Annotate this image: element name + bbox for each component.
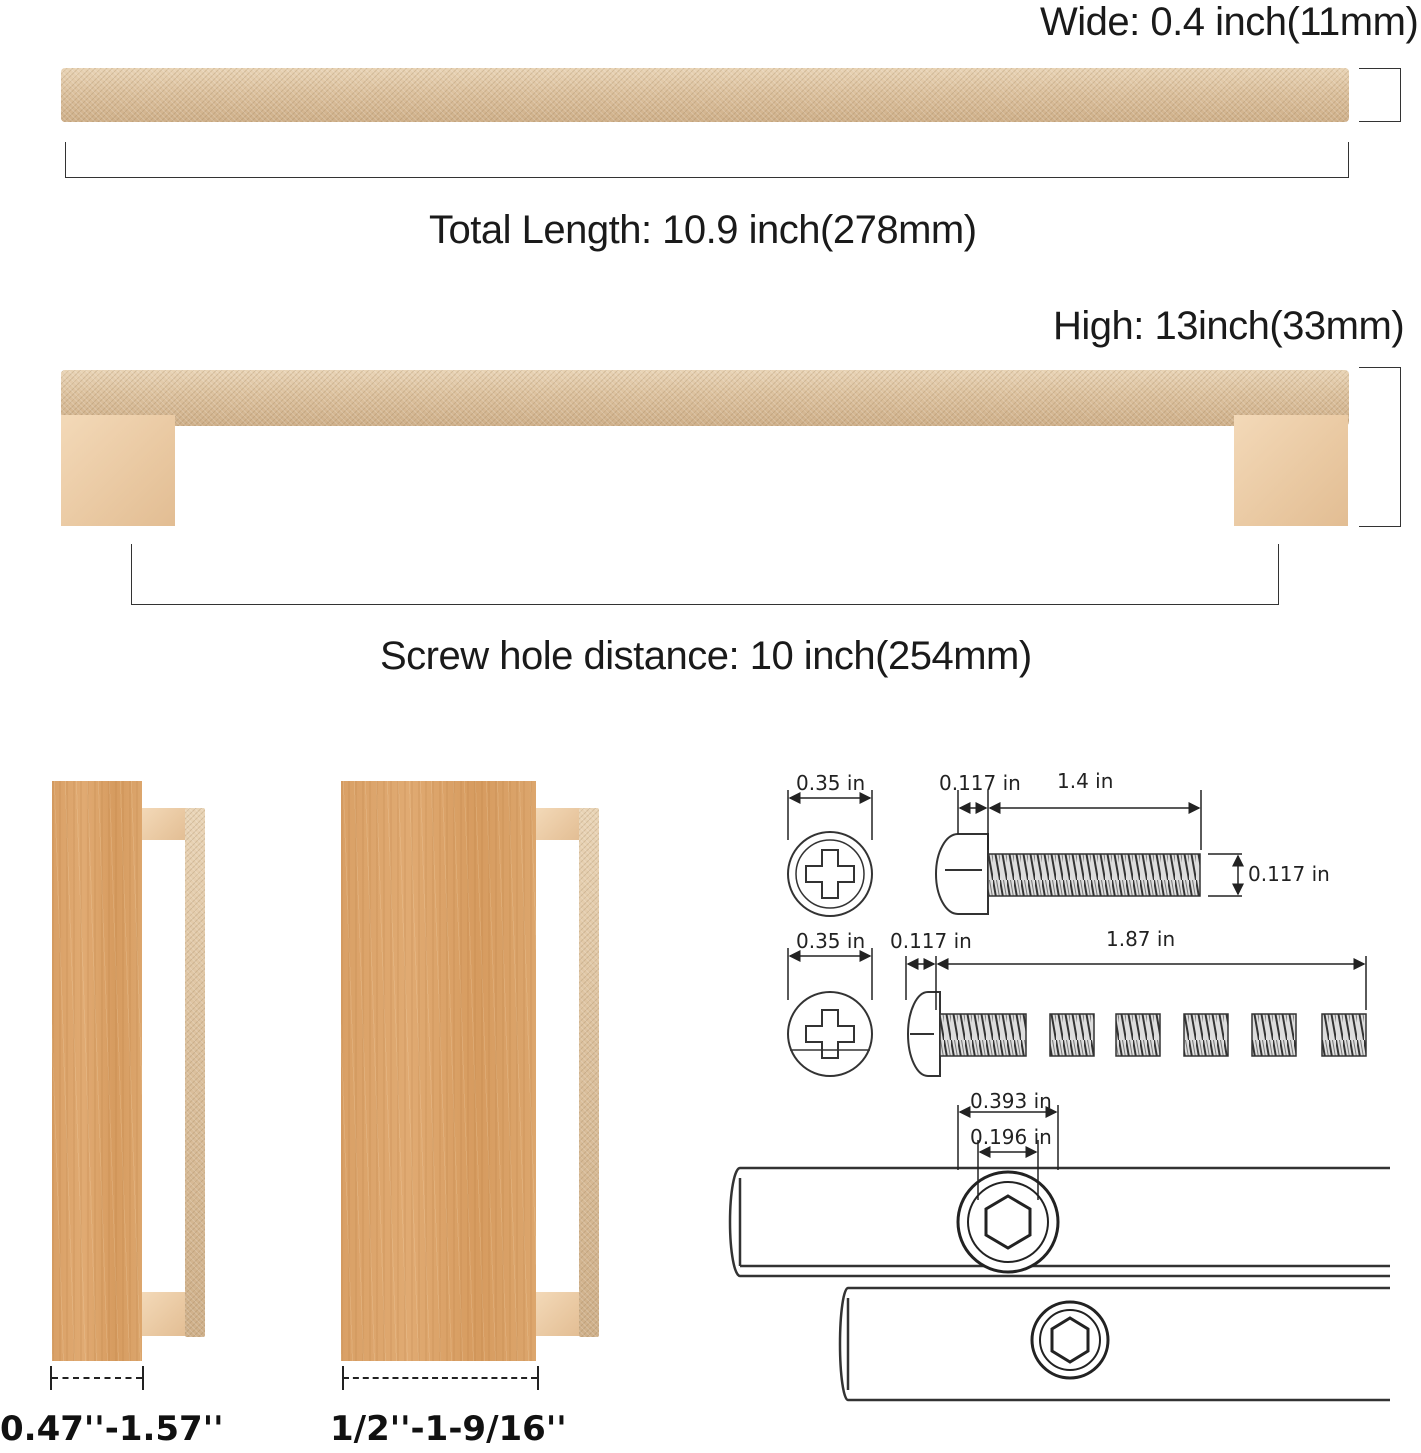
handle-bar-top-view (61, 68, 1349, 122)
screw-hole-bracket (131, 544, 1279, 605)
door-b-handle-upper-post (536, 808, 582, 840)
door-panel-a (52, 781, 142, 1361)
handle-bar-side-view (61, 370, 1349, 426)
total-length-bracket (65, 142, 1349, 178)
hex-inner-dia-label: 0.196 in (970, 1125, 1052, 1149)
handle-right-post (1234, 415, 1348, 526)
high-label: High: 13inch(33mm) (1053, 304, 1405, 348)
door-b-dim-line (343, 1377, 537, 1379)
height-bracket (1359, 367, 1401, 527)
door-a-handle-upper-post (142, 808, 188, 840)
hex-outer-dia-label: 0.393 in (970, 1089, 1052, 1113)
wide-label: Wide: 0.4 inch(11mm) (1040, 0, 1419, 44)
door-panel-b (341, 781, 536, 1361)
door-a-dim-tick-right (142, 1366, 144, 1390)
width-bracket (1359, 68, 1401, 122)
screw1-length-label: 1.4 in (1057, 769, 1113, 793)
door-b-thickness-label: 1/2''-1-9/16'' (330, 1409, 567, 1449)
screw2-head-end-view (787, 991, 873, 1077)
door-a-dim-tick-left (50, 1366, 52, 1390)
hex-socket-lower (1030, 1300, 1110, 1380)
screw1-side-view (935, 833, 1201, 915)
door-a-thickness-label: 0.47''-1.57'' (0, 1409, 224, 1449)
hex-bar-lower (838, 1286, 1390, 1402)
handle-left-post (61, 415, 175, 526)
screw-hole-label: Screw hole distance: 10 inch(254mm) (380, 634, 1032, 678)
hex-bar-upper (728, 1166, 1390, 1278)
screw2-head-len-label: 0.117 in (890, 929, 972, 953)
screw2-head-dia-label: 0.35 in (796, 929, 865, 953)
screw1-head-len-label: 0.117 in (939, 771, 1021, 795)
screw-diagram: 0.35 in 0.117 in 1.4 in 0.117 in 0.35 in (728, 769, 1390, 1402)
door-b-handle-lower-post (536, 1292, 582, 1336)
screw2-side-view (907, 991, 1367, 1077)
screw1-thread-dia-label: 0.117 in (1248, 862, 1330, 886)
total-length-label: Total Length: 10.9 inch(278mm) (429, 208, 977, 252)
door-a-handle-bar (185, 808, 205, 1337)
screw2-length-label: 1.87 in (1106, 927, 1175, 951)
hex-socket-upper (956, 1170, 1060, 1274)
door-a-handle-lower-post (142, 1292, 188, 1336)
door-b-dim-tick-right (537, 1366, 539, 1390)
screw1-head-end-view (787, 831, 873, 917)
screw1-head-dia-label: 0.35 in (796, 771, 865, 795)
door-a-dim-line (52, 1377, 142, 1379)
door-b-handle-bar (579, 808, 599, 1337)
